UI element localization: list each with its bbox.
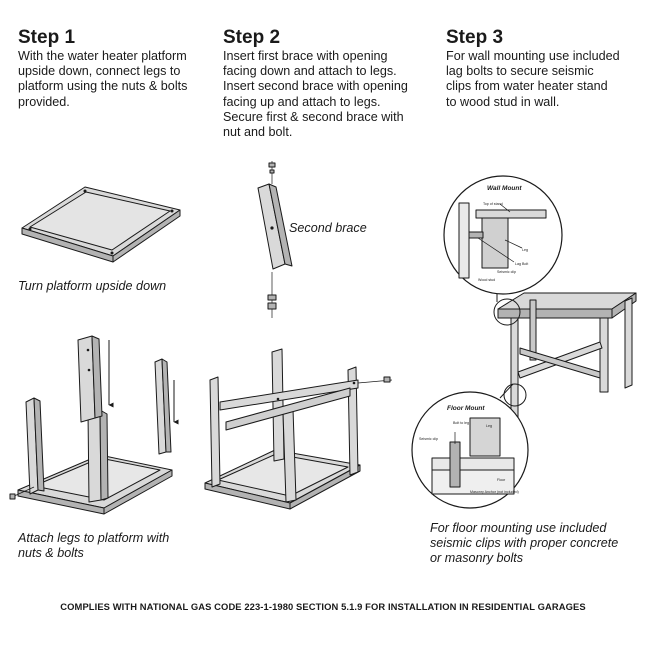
step-2-line: facing down and attach to legs. <box>223 64 397 79</box>
wall-mount-detail: Wall Mount Top of stand Leg Lag Bolt Sei… <box>443 175 563 295</box>
step-2: Step 2 Insert first brace with opening f… <box>223 27 408 140</box>
label-bolt: Bolt to leg <box>453 421 469 425</box>
caption-turn-platform: Turn platform upside down <box>18 279 167 293</box>
caption-line: nuts & bolts <box>18 546 84 561</box>
step-3-text: For wall mounting use included lag bolts… <box>446 49 620 110</box>
step-1-line: upside down, connect legs to <box>18 64 181 79</box>
caption-line: For floor mounting use included <box>430 521 607 535</box>
step-2-text: Insert first brace with opening facing d… <box>223 49 408 140</box>
caption-line: or masonry bolts <box>430 551 524 566</box>
step-3-line: For wall mounting use included <box>446 49 620 63</box>
caption-floor-mounting: For floor mounting use included seismic … <box>430 521 618 567</box>
step-1-line: With the water heater platform <box>18 49 187 63</box>
step-1: Step 1 With the water heater platform up… <box>18 27 187 110</box>
caption-second-brace: Second brace <box>289 221 367 235</box>
stand-diagram <box>493 278 637 419</box>
label-floor-leg: Leg <box>486 424 492 428</box>
caption-line: seismic clips with proper concrete <box>430 536 619 551</box>
floor-mount-detail: Floor Mount Bolt to leg Seismic clip Leg… <box>411 391 529 509</box>
label-leg: Leg <box>522 248 528 252</box>
step-3-line: to wood stud in wall. <box>446 94 560 109</box>
attach-legs-diagram <box>9 335 179 515</box>
step-3: Step 3 For wall mounting use included la… <box>446 27 620 110</box>
label-masonry-anchor: Masonry Anchor (not included) <box>470 490 519 494</box>
step-1-line: provided. <box>18 94 70 109</box>
label-floor-seismic-clip: Seismic clip <box>419 437 438 441</box>
floor-mount-title: Floor Mount <box>447 405 485 412</box>
step-1-title: Step 1 <box>18 27 76 48</box>
step-3-line: lag bolts to secure seismic <box>446 64 594 79</box>
compliance-footer: COMPLIES WITH NATIONAL GAS CODE 223-1-19… <box>60 601 586 612</box>
label-wood-stud: Wood stud <box>478 278 495 282</box>
second-brace: Second brace <box>257 161 367 318</box>
step-1-line: platform using the nuts & bolts <box>18 79 188 94</box>
label-top-of-stand: Top of stand <box>483 202 503 206</box>
step-2-line: Secure first & second brace with <box>223 109 404 124</box>
label-lag-bolt: Lag Bolt <box>515 262 528 266</box>
braces-diagram <box>204 348 393 510</box>
step-1-text: With the water heater platform upside do… <box>18 49 187 110</box>
label-floor: Floor <box>497 478 506 482</box>
step-2-title: Step 2 <box>223 27 281 48</box>
step-3-line: clips from water heater stand <box>446 79 608 94</box>
step-2-line: Insert second brace with opening <box>223 79 408 94</box>
platform-upside-down <box>21 186 181 263</box>
step-3-title: Step 3 <box>446 27 504 48</box>
step-2-line: nut and bolt. <box>223 125 293 140</box>
caption-line: Attach legs to platform with <box>18 531 170 545</box>
wall-mount-title: Wall Mount <box>487 185 522 192</box>
label-seismic-clip: Seismic clip <box>497 270 516 274</box>
step-2-line: Insert first brace with opening <box>223 49 388 63</box>
caption-attach-legs: Attach legs to platform with nuts & bolt… <box>18 531 169 561</box>
step-2-line: facing up and attach to legs. <box>223 94 381 109</box>
